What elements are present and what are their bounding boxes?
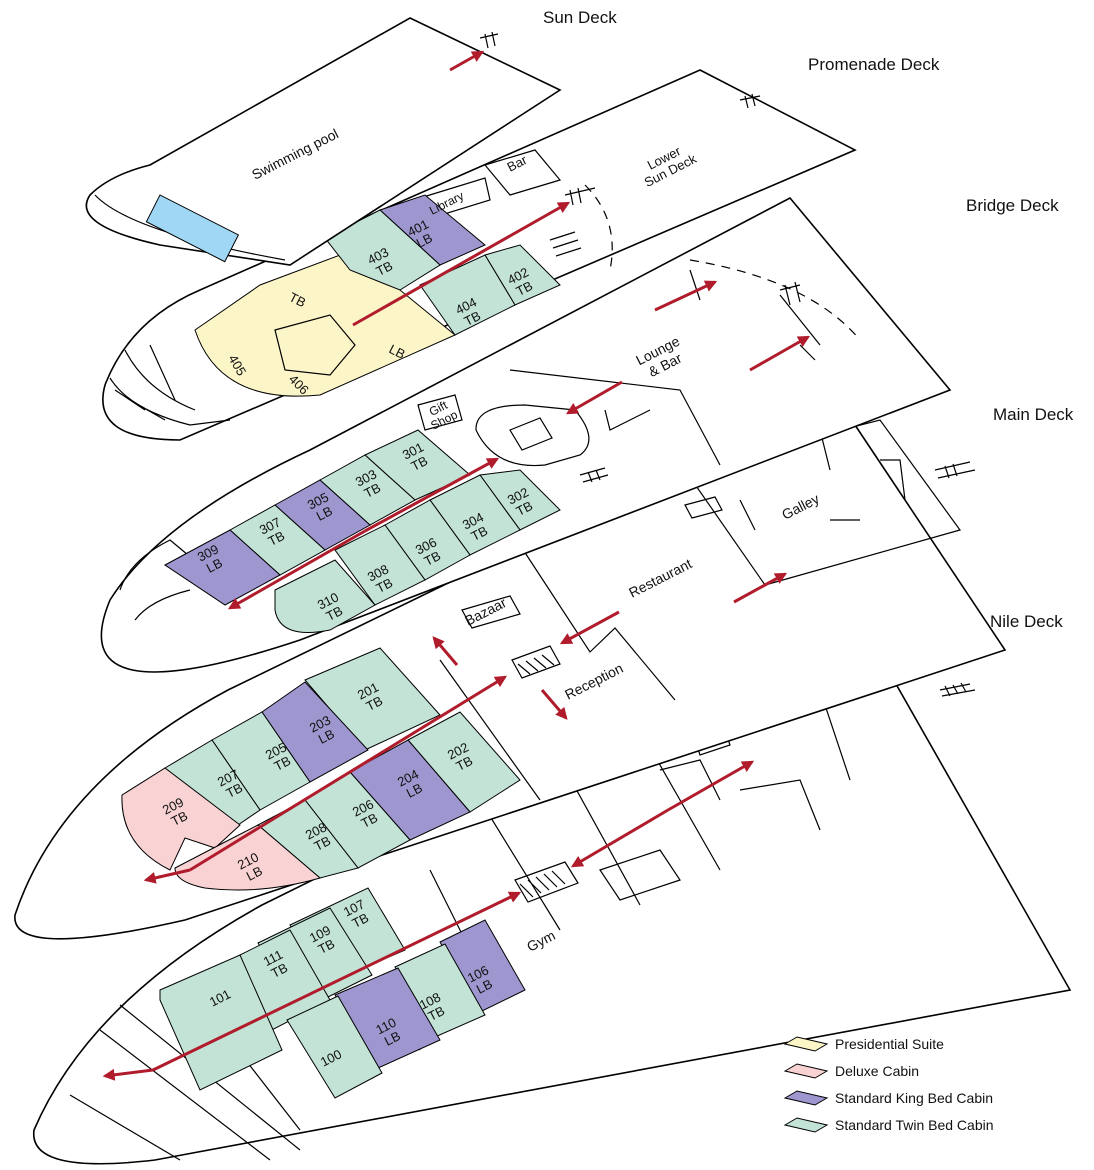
legend-item-deluxe-cabin: Deluxe Cabin (783, 1061, 1083, 1088)
suite-tb-label: TB (287, 289, 309, 310)
svg-text:TB: TB (316, 936, 338, 957)
legend-label: Presidential Suite (835, 1036, 944, 1052)
svg-text:TB: TB (272, 753, 294, 774)
svg-text:TB: TB (169, 808, 191, 829)
svg-text:LB: LB (474, 976, 495, 997)
svg-text:LB: LB (404, 780, 425, 801)
svg-text:LB: LB (316, 726, 337, 747)
svg-text:TB: TB (426, 1003, 448, 1024)
svg-text:TB: TB (350, 910, 372, 931)
deck-title-main: Main Deck (993, 405, 1074, 424)
legend-item-king-bed-cabin: Standard King Bed Cabin (783, 1088, 1083, 1115)
cabin-403 (324, 209, 441, 291)
cabin-308 (334, 524, 426, 606)
legend: Presidential Suite Deluxe Cabin Standard… (783, 1034, 1083, 1142)
main-deck: Galley Restaurant Reception Bazaar 201TB… (14, 393, 1007, 940)
deck-title-bridge: Bridge Deck (966, 196, 1059, 215)
svg-text:TB: TB (454, 753, 476, 774)
svg-text:TB: TB (374, 575, 396, 596)
svg-text:LB: LB (414, 230, 435, 251)
svg-text:TB: TB (224, 780, 246, 801)
legend-item-twin-bed-cabin: Standard Twin Bed Cabin (783, 1115, 1083, 1142)
svg-text:TB: TB (266, 528, 288, 549)
deck-title-sun: Sun Deck (543, 8, 617, 27)
svg-text:TB: TB (312, 833, 334, 854)
legend-label: Standard King Bed Cabin (835, 1090, 993, 1106)
svg-text:TB: TB (359, 810, 381, 831)
sun-deck: Swimming pool (85, 17, 562, 266)
svg-text:TB: TB (362, 480, 384, 501)
svg-text:TB: TB (269, 960, 291, 981)
svg-text:TB: TB (422, 548, 444, 569)
svg-text:TB: TB (324, 603, 346, 624)
svg-text:TB: TB (469, 523, 491, 544)
legend-swatch-twin (783, 1117, 829, 1133)
svg-text:TB: TB (462, 308, 484, 329)
svg-text:LB: LB (314, 503, 335, 524)
svg-text:LB: LB (244, 863, 265, 884)
svg-text:TB: TB (409, 453, 431, 474)
legend-swatch-suite (783, 1036, 829, 1052)
cabin-310 (274, 559, 376, 633)
cabin-101 (159, 954, 283, 1091)
svg-text:TB: TB (514, 498, 536, 519)
presidential-suite (194, 254, 456, 397)
sun-deck-hull (85, 17, 562, 266)
svg-text:LB: LB (382, 1028, 403, 1049)
svg-text:TB: TB (374, 258, 396, 279)
swimming-pool (145, 194, 240, 263)
legend-label: Deluxe Cabin (835, 1063, 920, 1079)
suite-lb-label: LB (387, 341, 408, 362)
legend-label: Standard Twin Bed Cabin (835, 1117, 994, 1133)
deck-title-promenade: Promenade Deck (808, 55, 940, 74)
svg-text:TB: TB (514, 278, 536, 299)
svg-text:TB: TB (364, 693, 386, 714)
cabin-210 (174, 824, 322, 891)
deck-title-nile: Nile Deck (990, 612, 1063, 631)
legend-swatch-king (783, 1090, 829, 1106)
cabin-100 (286, 995, 383, 1099)
legend-item-presidential-suite: Presidential Suite (783, 1034, 1083, 1061)
cabin-309 (164, 529, 281, 606)
svg-text:LB: LB (204, 555, 225, 576)
legend-swatch-deluxe (783, 1063, 829, 1079)
bar-outline (483, 149, 562, 196)
gift-shop-outline (417, 394, 463, 431)
